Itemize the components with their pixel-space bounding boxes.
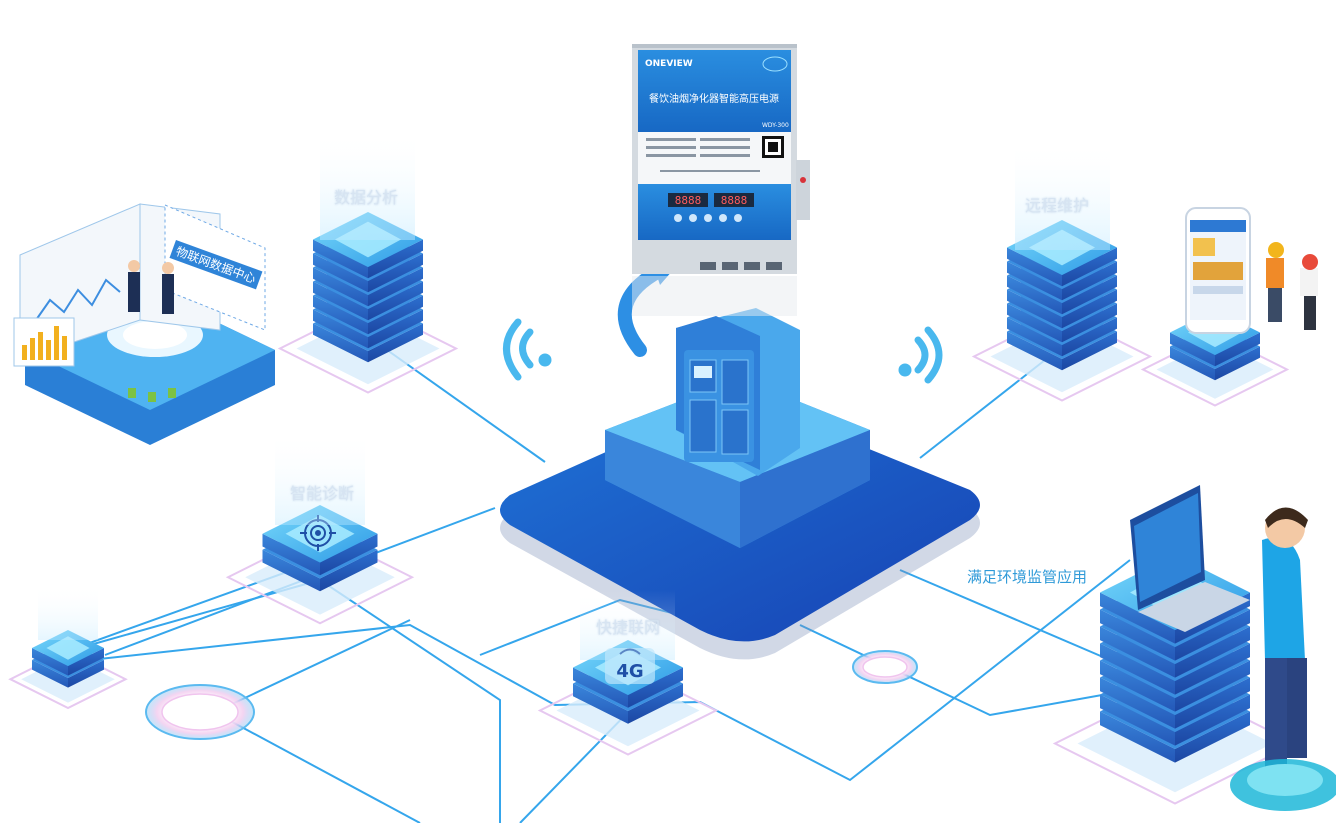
light-beam	[1015, 140, 1110, 250]
label-fast-network: 快捷联网	[596, 618, 661, 637]
svg-text:ONEVIEW: ONEVIEW	[645, 59, 693, 69]
svg-text:8888: 8888	[721, 194, 748, 207]
server-stack-laptop	[1052, 555, 1298, 805]
label-smart-diagnosis: 智能诊断	[290, 484, 355, 503]
light-beam	[275, 430, 365, 525]
label-env-regulation: 满足环境监管应用	[967, 568, 1088, 586]
iot-data-center-island	[13, 203, 275, 445]
label-remote-maintenance: 远程维护	[1025, 196, 1090, 215]
operator-at-laptop	[1130, 485, 1336, 811]
server-stack-data-analysis	[277, 212, 459, 394]
power-supply-device: ONEVIEW 餐饮油烟净化器智能高压电源 WDY-300 8888 8888	[632, 44, 810, 316]
label-data-analysis: 数据分析	[334, 188, 399, 207]
signal-ring-right	[852, 650, 918, 684]
signal-ring-left	[145, 684, 255, 740]
maintenance-workers	[1266, 242, 1318, 330]
tree-icon	[128, 388, 176, 402]
server-stack-small-left	[8, 630, 128, 710]
cabinet-icon	[676, 308, 800, 476]
svg-text:餐饮油烟净化器智能高压电源: 餐饮油烟净化器智能高压电源	[649, 92, 779, 105]
upload-arrow-icon	[617, 261, 672, 357]
light-beam	[320, 130, 415, 240]
light-beam	[580, 590, 675, 660]
svg-text:4G: 4G	[616, 661, 643, 682]
wifi-left-icon	[503, 318, 552, 381]
svg-text:8888: 8888	[675, 194, 702, 207]
svg-text:WDY-300: WDY-300	[762, 122, 789, 129]
wifi-right-icon	[898, 326, 943, 384]
light-beam	[38, 585, 98, 640]
smartphone-icon	[1185, 207, 1251, 334]
person-icon	[128, 260, 174, 314]
